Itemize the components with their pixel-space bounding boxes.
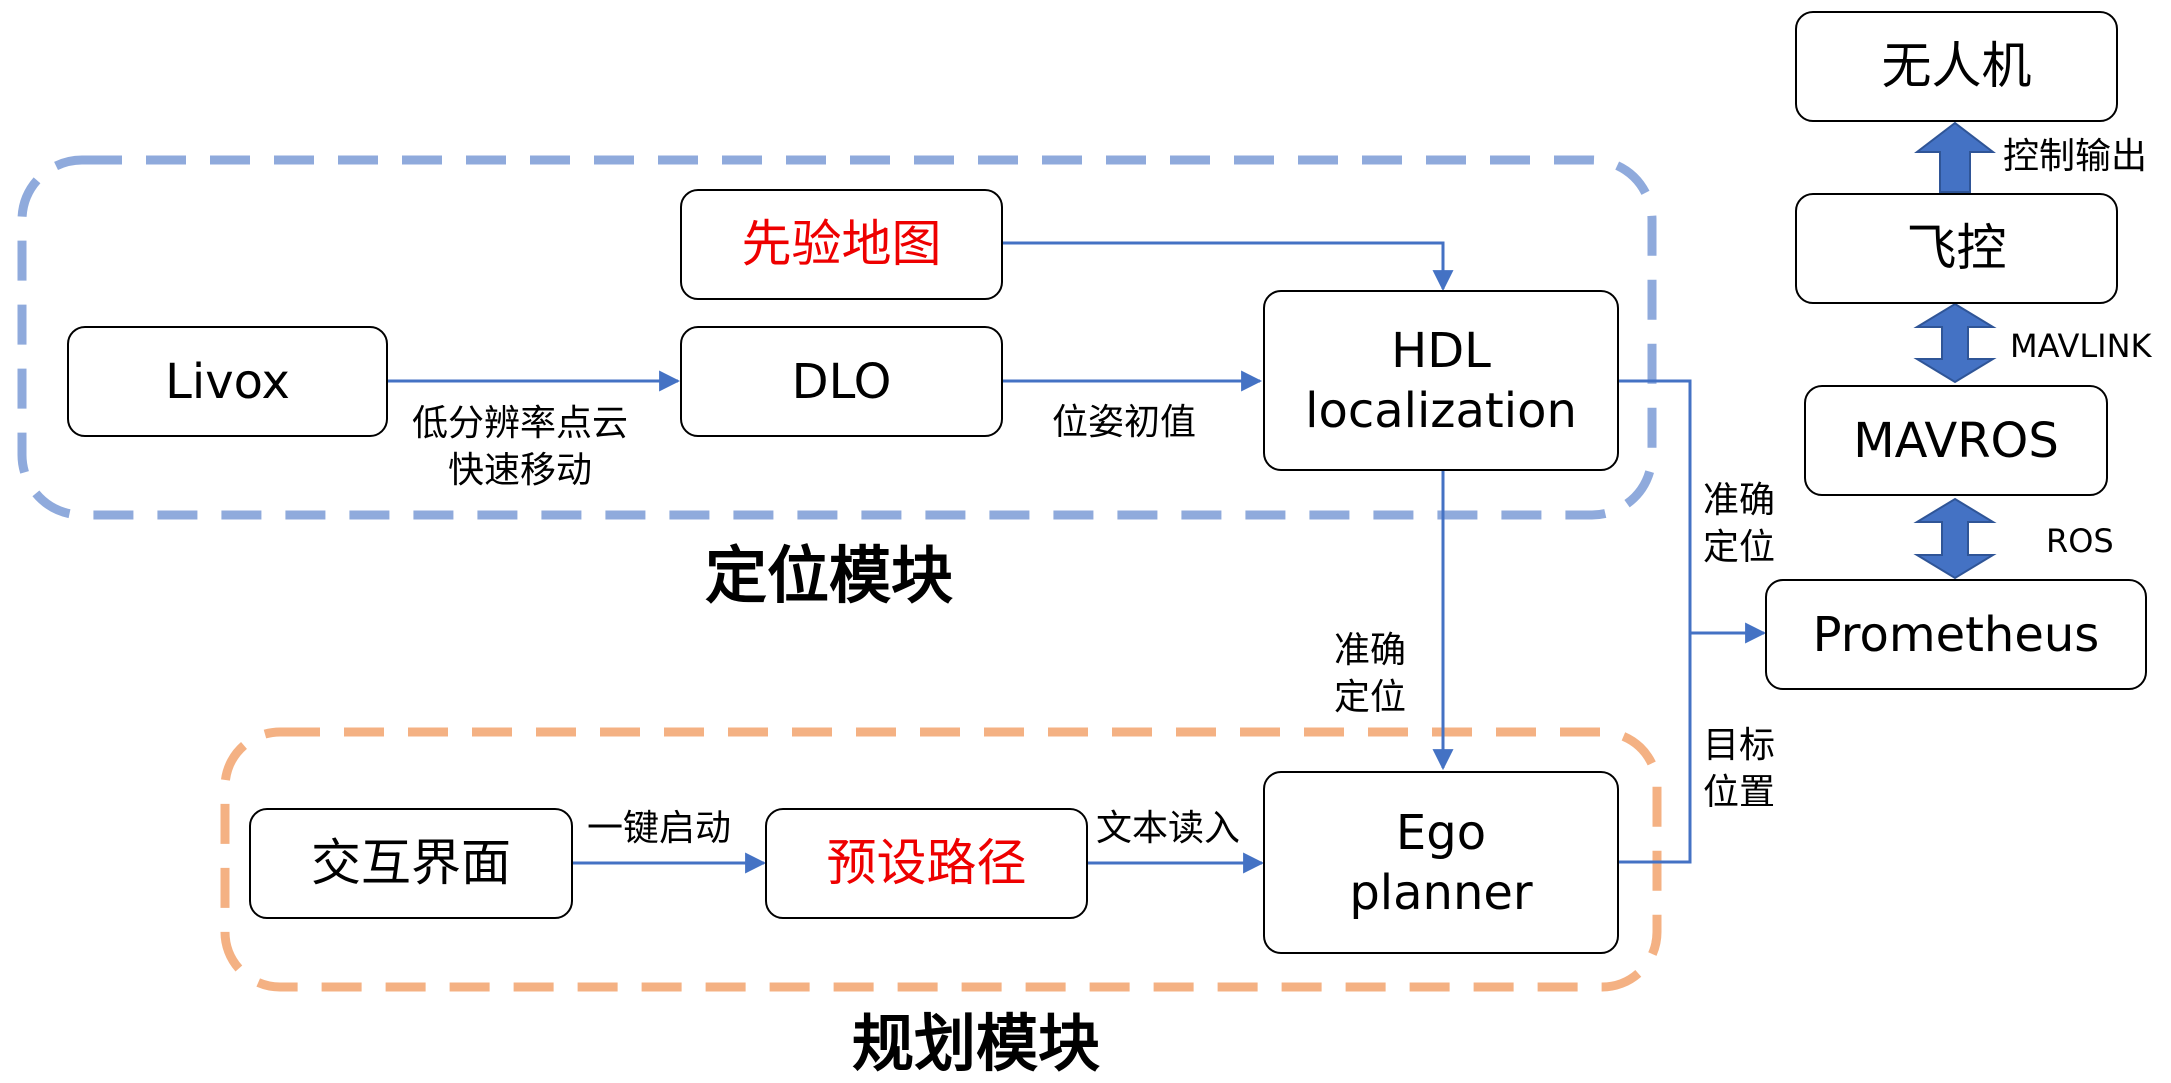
node-hdl-line-1: HDL [1391,322,1491,379]
edge-ego-prometheus [1618,633,1692,864]
label-dlo-hdl: 位姿初值 [1052,402,1197,443]
label-ui-preset: 一键启动 [587,808,732,849]
label-ego-prometheus-line-2: 位置 [1703,771,1776,813]
label-livox-dlo-line-2: 快速移动 [448,449,593,491]
up-arrow-flightcontrol-drone [1914,121,1996,193]
node-mavros: MAVROS [1804,385,2108,496]
node-flight-controller: 飞控 [1795,193,2118,304]
label-hdl-ego-line-2: 定位 [1334,676,1407,718]
node-dlo: DLO [680,326,1003,437]
label-hdl-prometheus: 准确 定位 [1703,478,1775,572]
node-interactive-ui: 交互界面 [249,808,573,919]
label-mavlink: MAVLINK [2010,327,2152,365]
node-ego-line-1: Ego [1395,804,1487,861]
double-arrow-prometheus-mavros [1913,497,1997,580]
node-ego-planner: Ego planner [1263,771,1619,954]
node-drone: 无人机 [1795,11,2118,122]
label-ego-prometheus-line-1: 目标 [1703,725,1776,766]
node-hdl-localization: HDL localization [1263,290,1619,471]
label-control-output: 控制输出 [2003,136,2148,177]
node-prior-map: 先验地图 [680,189,1003,300]
localization-module-title: 定位模块 [705,539,954,612]
label-hdl-ego-line-1: 准确 [1334,630,1407,671]
node-hdl-line-2: localization [1305,382,1577,439]
label-livox-dlo-line-1: 低分辨率点云 [412,403,629,444]
label-preset-ego: 文本读入 [1096,808,1241,849]
planning-module-border [220,727,1662,992]
label-ego-prometheus: 目标 位置 [1703,723,1775,817]
label-livox-dlo: 低分辨率点云 快速移动 [412,401,628,495]
label-ros: ROS [2046,522,2114,560]
label-hdl-ego: 准确 定位 [1334,628,1406,722]
node-livox: Livox [67,326,388,437]
label-hdl-prometheus-line-2: 定位 [1703,526,1776,568]
node-preset-path: 预设路径 [765,808,1088,919]
node-ego-line-2: planner [1349,864,1533,921]
localization-module-border [17,155,1657,520]
edge-hdl-prometheus [1618,379,1767,644]
node-prometheus: Prometheus [1765,579,2147,690]
edge-priormap-hdl [1002,241,1454,292]
double-arrow-mavros-flightcontrol [1913,302,1997,384]
planning-module-title: 规划模块 [852,1007,1101,1080]
label-hdl-prometheus-line-1: 准确 [1703,480,1776,521]
